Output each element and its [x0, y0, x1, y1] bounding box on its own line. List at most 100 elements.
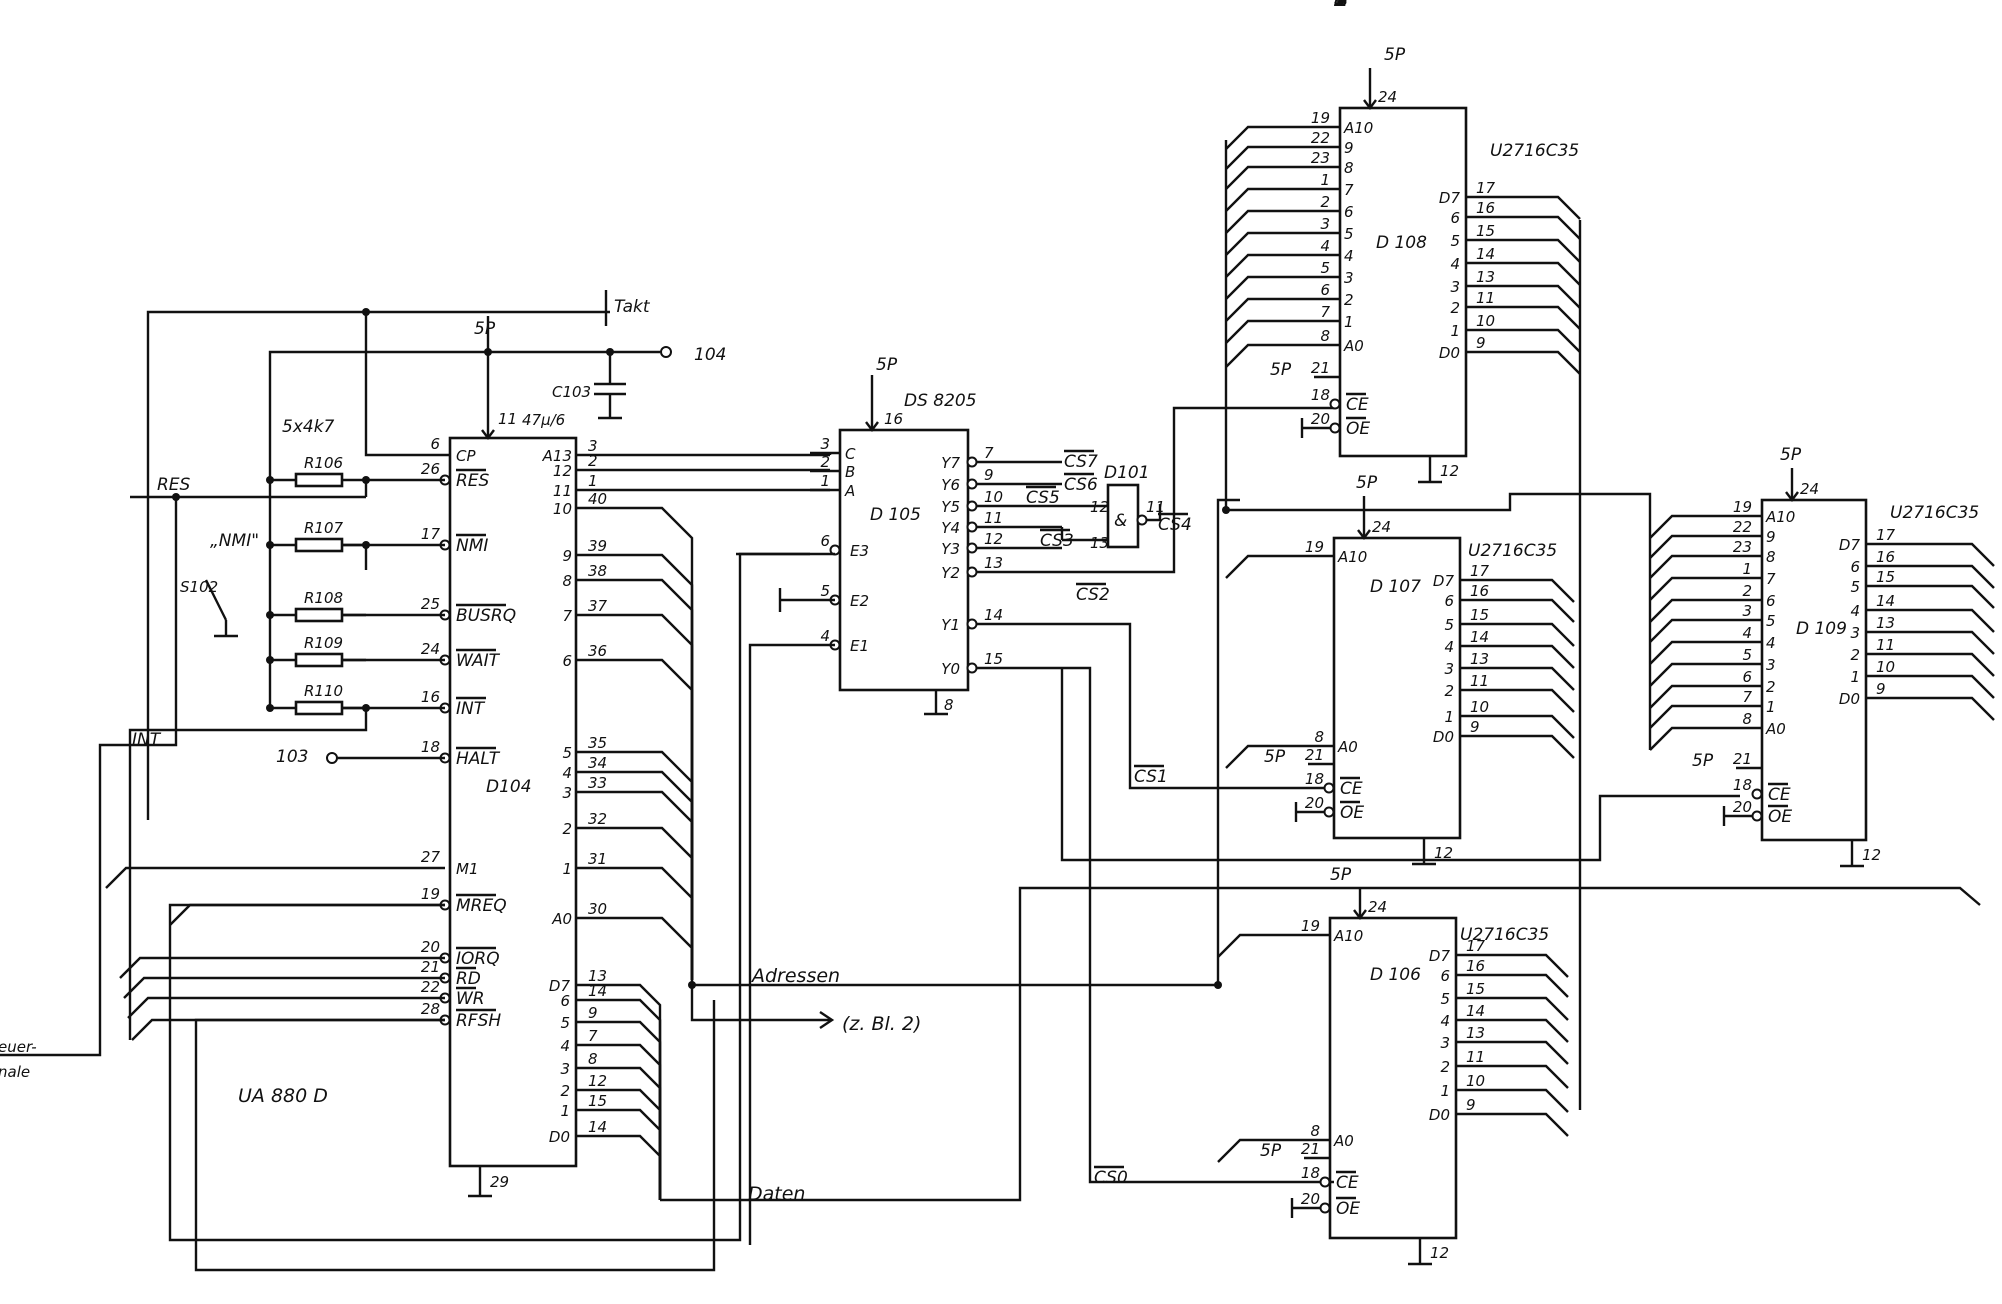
cpu-pin-num-cp: 6 [430, 435, 440, 453]
cpu-data-num-2: 9 [588, 1004, 598, 1022]
junction-dot [1222, 506, 1230, 514]
eprom-0-data-pin-0: 17 [1476, 179, 1496, 197]
eprom-data-line [1466, 350, 1581, 375]
eprom-data-line [1866, 652, 1995, 677]
eprom-1-data-name-2: 5 [1444, 616, 1454, 634]
eprom-1-addr-name-5: 5 [1338, 0, 1348, 10]
eprom-2-data-name-0: D7 [1429, 947, 1451, 965]
gate-out [1146, 504, 1162, 522]
eprom-0-addr-pin-2: 23 [1311, 149, 1330, 167]
eprom-2-addr-pin-0: 19 [1301, 917, 1320, 935]
eprom-0-data-pin-6: 10 [1476, 312, 1495, 330]
eprom-addr-line [1649, 534, 1762, 559]
decoder-out-name-y0: Y0 [941, 660, 960, 678]
cs5-label: CS5 [1026, 488, 1060, 508]
eprom-1-addr-name-1: 9 [1338, 0, 1348, 10]
eprom-3-addr-name-9: 1 [1766, 698, 1776, 716]
eprom-data-line [1460, 644, 1575, 669]
decoder-vcc-pin: 16 [884, 410, 903, 428]
eprom-data-line [1466, 261, 1581, 286]
resistor-label-r106: R106 [304, 454, 343, 472]
cpu-data-num-6: 15 [588, 1092, 607, 1110]
cpu-pin-name-halt: HALT [456, 749, 501, 769]
resistor-r106 [294, 472, 344, 488]
eprom-0-addr-pin-9: 7 [1320, 303, 1330, 321]
eprom-oe-1: OE [1340, 803, 1364, 823]
eprom-0-addr-name-0: A10 [1343, 119, 1373, 137]
inversion-bubble [1329, 422, 1341, 434]
eprom-0-addr-name-5: 5 [1344, 225, 1354, 243]
decoder-out-name-y7: Y7 [941, 454, 960, 472]
eprom-vpp-pin-0: 21 [1311, 359, 1330, 377]
cpu-pin-name-int: INT [456, 699, 486, 719]
cs2-label: CS2 [1076, 585, 1110, 605]
decoder-chip-body [838, 428, 970, 692]
cpu-addr-num-4: 39 [588, 537, 607, 555]
address-line [576, 866, 694, 980]
eprom-body-2 [1328, 916, 1458, 1240]
decoder-in-name-e1: E1 [850, 637, 869, 655]
eprom-3-data-name-0: D7 [1839, 536, 1861, 554]
eprom-data-line [1466, 238, 1581, 263]
resistor-network-label: 5x4k7 [282, 417, 335, 437]
inversion-bubble [1136, 514, 1148, 526]
control-line [105, 866, 445, 889]
cs1-route [1062, 622, 1334, 790]
control-line [119, 956, 445, 979]
cs0-route [1062, 666, 1334, 1184]
cpu-pin-num-halt: 18 [421, 738, 440, 756]
eprom-2-data-pin-6: 10 [1466, 1072, 1485, 1090]
eprom-0-data-name-6: 1 [1450, 322, 1460, 340]
eprom-addr-line [1225, 187, 1340, 212]
junction-dot [266, 704, 274, 712]
eprom-ce-3: CE [1768, 785, 1791, 805]
eprom-3-data-pin-3: 14 [1876, 592, 1895, 610]
cpu-pin-num-m1: 27 [421, 848, 441, 866]
eprom-ce-pin-1: 18 [1305, 770, 1324, 788]
res-bus [0, 497, 178, 1057]
eprom-data-line [1456, 1064, 1569, 1089]
int-line [128, 708, 368, 1040]
cs4-label: CS4 [1158, 515, 1192, 535]
eprom-oe-0: OE [1346, 419, 1370, 439]
node-104-label: 104 [694, 345, 726, 365]
eprom-vcc-2: 24 [1368, 898, 1387, 916]
eprom-data-line [1460, 578, 1575, 603]
cpu-addr-num-13: 30 [588, 900, 607, 918]
decoder-out-num-y0: 15 [984, 650, 1003, 668]
cpu-pin-name-res: RES [456, 471, 490, 491]
cpu-pin-name-busrq: BUSRQ [456, 606, 516, 626]
cpu-addr-num-9: 34 [588, 754, 607, 772]
eprom-addr-line [1225, 297, 1340, 322]
eprom-3-addr-pin-4: 2 [1742, 582, 1752, 600]
pullup-rail [268, 350, 660, 710]
cpu-addr-name-3: 10 [553, 500, 572, 518]
eprom-1-addr-name-4: 6 [1338, 0, 1348, 10]
decoder-in-name-e2: E2 [850, 592, 869, 610]
inversion-bubble [966, 662, 978, 674]
eprom-type-2: U2716C35 [1460, 925, 1549, 945]
eprom-3-data-pin-7: 9 [1876, 680, 1886, 698]
eprom-1-data-name-0: D7 [1433, 572, 1455, 590]
eprom-3-data-pin-6: 10 [1876, 658, 1895, 676]
eprom-3-data-name-1: 6 [1850, 558, 1860, 576]
eprom-0-addr-name-2: 8 [1344, 159, 1354, 177]
eprom-oe-2: OE [1336, 1199, 1360, 1219]
cpu-addr-name-7: 6 [562, 652, 572, 670]
eprom-1-addr-name-2: 8 [1338, 0, 1348, 10]
data-line [576, 1134, 662, 1200]
cs0-label: CS0 [1094, 1168, 1128, 1188]
cpu-type-label: UA 880 D [238, 1085, 328, 1107]
eprom-3-data-pin-5: 11 [1876, 636, 1895, 654]
decoder-in-num-e1: 4 [820, 627, 830, 645]
address-line [576, 916, 694, 980]
eprom-data-line [1456, 1088, 1569, 1113]
decoder-in-name-b: B [845, 463, 855, 481]
eprom-data-line [1866, 542, 1995, 567]
eprom-1-data-name-5: 2 [1444, 682, 1454, 700]
arrow-head [819, 1011, 835, 1029]
eprom-3-data-name-2: 5 [1850, 578, 1860, 596]
eprom-data-line [1460, 598, 1575, 623]
eprom-1-addr-name-8: 2 [1338, 0, 1348, 10]
junction-dot [266, 611, 274, 619]
